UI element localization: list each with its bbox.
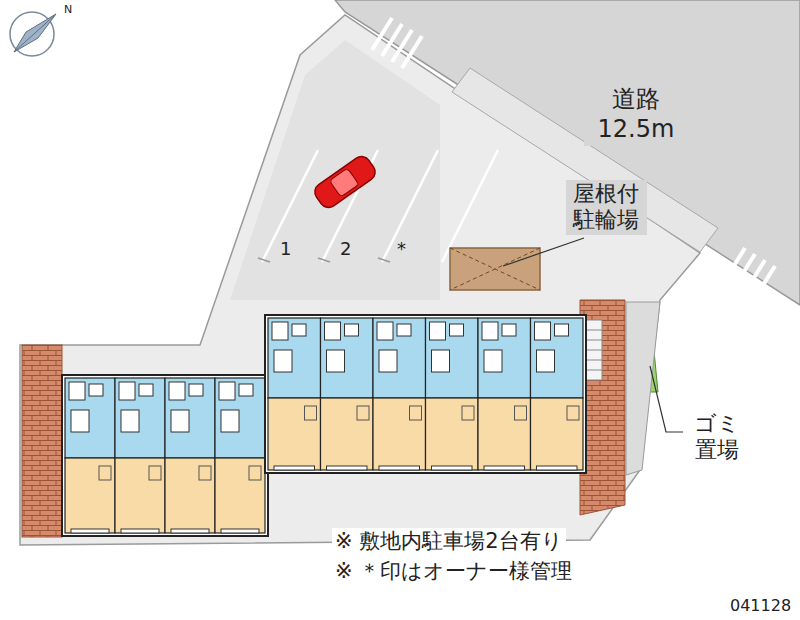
plan-number: 041128: [730, 596, 791, 615]
unit-fixture: [377, 322, 393, 340]
unit-closet: [357, 406, 369, 420]
area-label: 屋根付 駐輪場: [566, 180, 647, 235]
unit-fixture: [397, 324, 411, 336]
note: ※ 敷地内駐車場2台有り: [332, 528, 566, 555]
unit-bath: [221, 410, 239, 432]
unit-fixture: [325, 322, 341, 340]
unit-closet: [462, 406, 474, 420]
unit-closet: [567, 406, 579, 420]
parking-number: *: [397, 238, 406, 260]
unit-bath: [171, 410, 189, 432]
unit-window: [537, 466, 578, 470]
unit-room: [165, 458, 215, 533]
unit-wet-area: [426, 318, 479, 398]
unit-room: [115, 458, 165, 533]
unit-bath: [537, 350, 555, 372]
road-label: 道路 12.5m: [584, 82, 688, 146]
leader-line: [503, 238, 584, 266]
parking-stall-lines: [262, 150, 498, 262]
unit-bath: [71, 410, 89, 432]
unit-bath: [432, 350, 450, 372]
brick-wall: [22, 345, 62, 537]
unit-wet-area: [115, 378, 165, 458]
unit-wet-area: [373, 318, 426, 398]
compass: [10, 12, 56, 56]
unit-room: [373, 398, 426, 470]
unit-fixture: [272, 322, 288, 340]
unit-window: [432, 466, 473, 470]
unit-wet-area: [478, 318, 531, 398]
unit-room: [215, 458, 265, 533]
unit-window: [327, 466, 368, 470]
parking-number: 1: [280, 238, 291, 260]
unit-wet-area: [215, 378, 265, 458]
unit-window: [274, 466, 315, 470]
unit-window: [71, 529, 109, 533]
unit-fixture: [239, 384, 253, 396]
unit-fixture: [430, 322, 446, 340]
unit-fixture: [535, 322, 551, 340]
unit-closet: [410, 406, 422, 420]
parking-stall-dashes: [258, 258, 390, 262]
parking-number: 2: [340, 238, 351, 260]
unit-closet: [199, 466, 211, 480]
unit-closet: [99, 466, 111, 480]
building-outline: [265, 315, 586, 473]
unit-closet: [305, 406, 317, 420]
unit-bath: [327, 350, 345, 372]
unit-fixture: [482, 322, 498, 340]
unit-window: [221, 529, 259, 533]
unit-fixture: [119, 382, 135, 400]
road: [335, 0, 800, 305]
unit-window: [171, 529, 209, 533]
road-label-box: 道路 12.5m: [584, 82, 688, 146]
unit-closet: [515, 406, 527, 420]
unit-bath: [274, 350, 292, 372]
unit-room: [531, 398, 584, 470]
unit-fixture: [169, 382, 185, 400]
unit-room: [268, 398, 321, 470]
site-paving: [20, 15, 700, 545]
unit-fixture: [345, 324, 359, 336]
note: ※ ＊印はオーナー様管理: [332, 558, 575, 585]
bicycle-shed: [450, 248, 540, 290]
unit-fixture: [292, 324, 306, 336]
unit-fixture: [219, 382, 235, 400]
unit-bath: [121, 410, 139, 432]
crosswalk: [372, 18, 775, 298]
compass-letter: N: [64, 3, 72, 16]
unit-wet-area: [165, 378, 215, 458]
unit-fixture: [139, 384, 153, 396]
unit-room: [321, 398, 374, 470]
unit-room: [426, 398, 479, 470]
unit-window: [121, 529, 159, 533]
unit-fixture: [189, 384, 203, 396]
unit-window: [484, 466, 525, 470]
unit-bath: [484, 350, 502, 372]
building-outline: [62, 375, 268, 536]
leader-line: [650, 366, 683, 432]
unit-fixture: [555, 324, 569, 336]
unit-fixture: [450, 324, 464, 336]
unit-fixture: [502, 324, 516, 336]
unit-fixture: [89, 384, 103, 396]
unit-wet-area: [321, 318, 374, 398]
unit-window: [379, 466, 420, 470]
area-label: ゴミ 置場: [688, 410, 747, 465]
unit-wet-area: [268, 318, 321, 398]
car-icon: [311, 153, 378, 211]
unit-closet: [149, 466, 161, 480]
unit-fixture: [69, 382, 85, 400]
unit-bath: [379, 350, 397, 372]
unit-room: [478, 398, 531, 470]
unit-wet-area: [65, 378, 115, 458]
unit-closet: [249, 466, 261, 480]
parking-area: [230, 40, 440, 300]
unit-wet-area: [531, 318, 584, 398]
unit-room: [65, 458, 115, 533]
